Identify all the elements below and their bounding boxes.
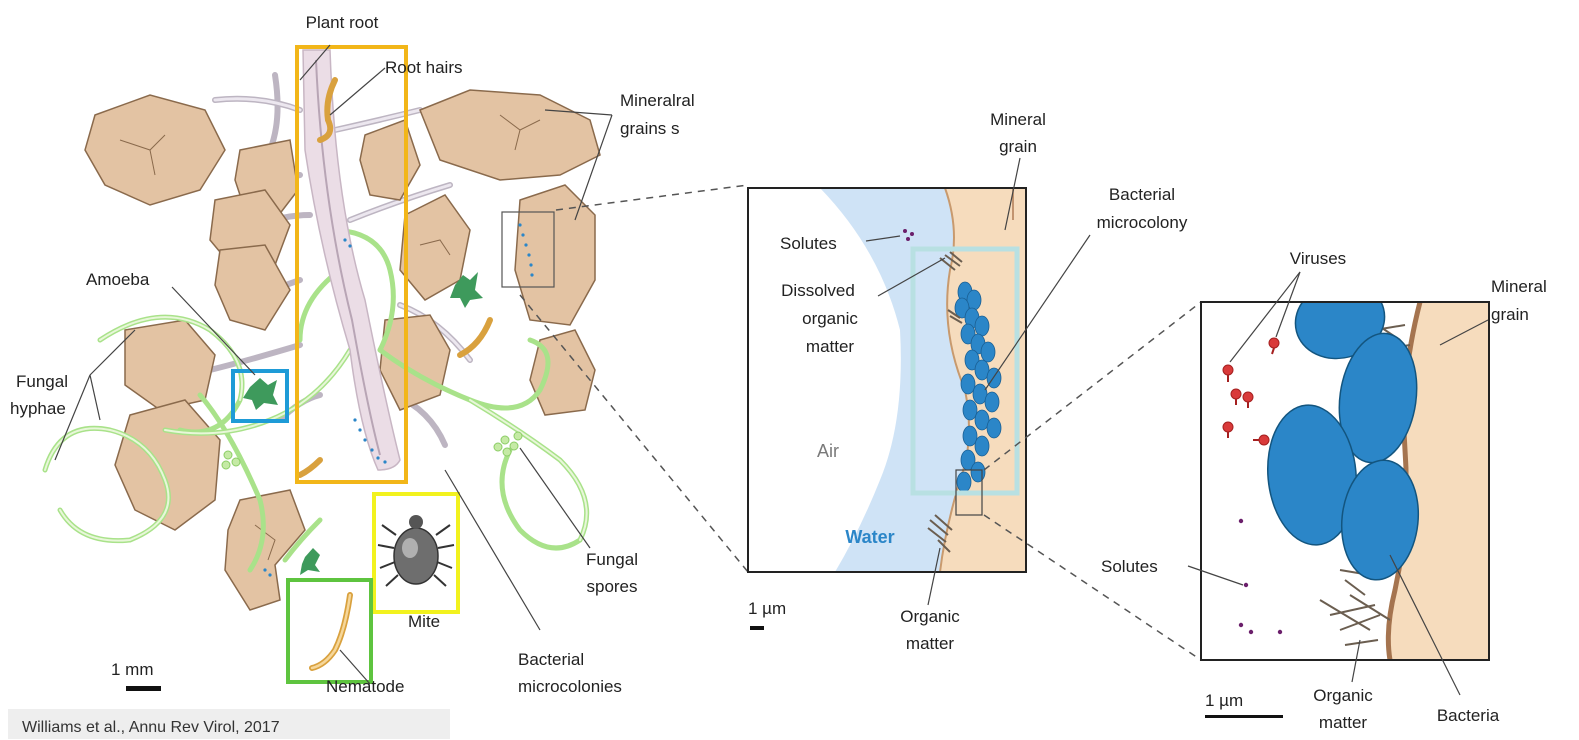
solutes-middle-label: Solutes: [780, 234, 837, 253]
mite-icon: [378, 515, 454, 586]
bacterial-microcolony-line2: microcolony: [1097, 213, 1188, 232]
scale-1um-right-label: 1 µm: [1205, 691, 1243, 710]
scale-bar-1mm: [126, 686, 161, 691]
organic-matter-middle-line1: Organic: [900, 607, 960, 626]
citation-text: Williams et al., Annu Rev Virol, 2017: [22, 719, 280, 737]
dissolved-label-line2: organic: [802, 309, 858, 328]
mineral-grain-right-line1: Mineral: [1491, 277, 1547, 296]
bacterial-microcolonies-label-line1: Bacterial: [518, 650, 584, 669]
scale-1mm-label: 1 mm: [111, 660, 154, 679]
amoeba-label: Amoeba: [86, 270, 150, 289]
mineral-grains-label-line2: grains s: [620, 119, 680, 138]
mineral-grain-middle-line2: grain: [999, 137, 1037, 156]
plant-root-label: Plant root: [306, 13, 379, 32]
mite-label: Mite: [408, 612, 440, 631]
bacterial-microcolonies-label-line2: microcolonies: [518, 677, 622, 696]
root-hairs-label: Root hairs: [385, 58, 462, 77]
solutes-right-label: Solutes: [1101, 557, 1158, 576]
soil-aggregate-illustration: Plant root Root hairs Mineralral grains …: [10, 13, 695, 696]
dissolved-label-line3: matter: [806, 337, 855, 356]
mineral-grain-right-line2: grain: [1491, 305, 1529, 324]
scale-bar-1um-middle: [750, 626, 764, 630]
fungal-spores-label-line1: Fungal: [586, 550, 638, 569]
bacteria-virus-detail-panel: Viruses Mineral grain Solutes Organic ma…: [1101, 249, 1547, 732]
water-label: Water: [845, 527, 894, 547]
organic-matter-right-line1: Organic: [1313, 686, 1373, 705]
viruses-label: Viruses: [1290, 249, 1346, 268]
bacterial-microcolony-line1: Bacterial: [1109, 185, 1175, 204]
zoom-line-top-1: [556, 185, 748, 210]
zoom-line-bottom-2: [984, 515, 1201, 660]
scale-bar-1um-right: [1205, 715, 1283, 718]
organic-matter-middle-line2: matter: [906, 634, 955, 653]
dissolved-label-line1: Dissolved: [781, 281, 855, 300]
nematode-highlight-box: [288, 580, 371, 682]
fungal-hyphae-label-line1: Fungal: [16, 372, 68, 391]
air-label: Air: [817, 441, 839, 461]
bacteria-label: Bacteria: [1437, 706, 1500, 725]
scale-1um-middle-label: 1 µm: [748, 599, 786, 618]
fungal-spores-label-line2: spores: [586, 577, 637, 596]
nematode-label: Nematode: [326, 677, 404, 696]
mineral-grain-middle-line1: Mineral: [990, 110, 1046, 129]
fungal-hyphae-label-line2: hyphae: [10, 399, 66, 418]
organic-matter-right-line2: matter: [1319, 713, 1368, 732]
mineral-grains-label-line1: Mineralral: [620, 91, 695, 110]
zoom-line-bottom-1: [520, 295, 748, 572]
